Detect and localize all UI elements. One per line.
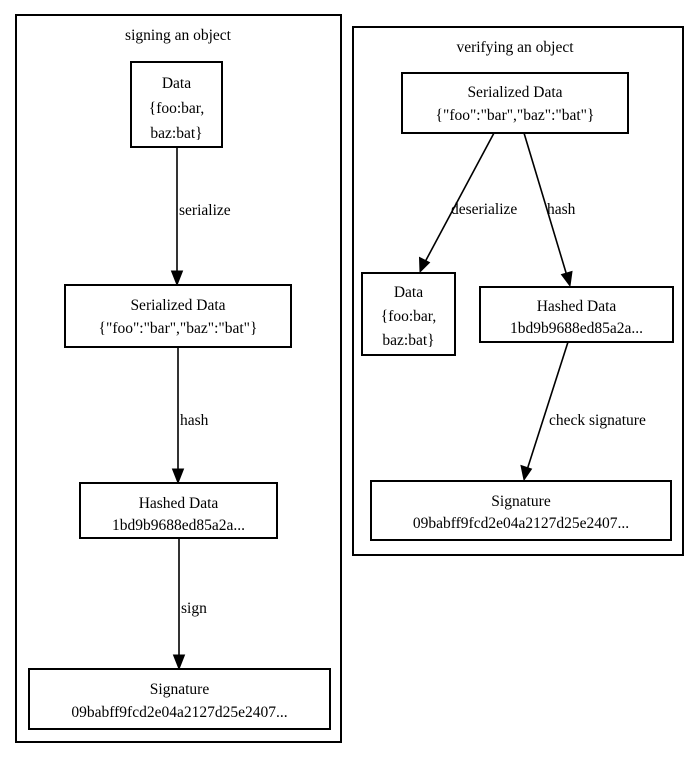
edge-sign: sign [172, 538, 207, 671]
node-sign-serialized-line1: Serialized Data [130, 297, 225, 314]
edge-serialize: serialize [170, 147, 231, 287]
node-verify-hashed-line2: 1bd9b9688ed85a2a... [510, 320, 643, 337]
node-sign-hashed-box[interactable] [79, 482, 278, 539]
node-verify-serialized-line2: {"foo":"bar","baz":"bat"} [436, 107, 595, 124]
edge-hash2-line [523, 132, 568, 277]
cluster-signing: signing an object Data {foo:bar, baz:bat… [15, 14, 342, 743]
node-sign-serialized-box[interactable] [64, 284, 292, 348]
node-verify-data[interactable]: Data {foo:bar, baz:bat} [361, 272, 456, 356]
edge-deserialize-label: deserialize [451, 201, 517, 218]
edge-serialize-label: serialize [179, 202, 231, 219]
edge-hash: hash [171, 347, 209, 485]
node-sign-hashed[interactable]: Hashed Data 1bd9b9688ed85a2a... [79, 482, 278, 539]
node-verify-signature-box[interactable] [370, 480, 672, 541]
edge-hash2-arrowhead [560, 270, 573, 288]
edge-check-signature-line [526, 341, 569, 471]
edge-check-signature: check signature [520, 341, 646, 482]
node-verify-hashed-line1: Hashed Data [537, 298, 617, 315]
node-verify-hashed-box[interactable] [479, 286, 674, 343]
node-verify-serialized-line1: Serialized Data [467, 84, 562, 101]
node-verify-signature[interactable]: Signature 09babff9fcd2e04a2127d25e2407..… [370, 480, 672, 541]
node-sign-signature[interactable]: Signature 09babff9fcd2e04a2127d25e2407..… [28, 668, 331, 730]
node-sign-data-line3: baz:bat} [150, 125, 202, 142]
node-verify-hashed[interactable]: Hashed Data 1bd9b9688ed85a2a... [479, 286, 674, 343]
node-verify-serialized[interactable]: Serialized Data {"foo":"bar","baz":"bat"… [401, 72, 629, 134]
node-sign-serialized[interactable]: Serialized Data {"foo":"bar","baz":"bat"… [64, 284, 292, 348]
node-sign-hashed-line1: Hashed Data [139, 495, 219, 512]
edge-hash2-label: hash [547, 201, 576, 218]
edge-sign-label: sign [181, 600, 207, 617]
cluster-verifying-label: verifying an object [456, 39, 574, 56]
edge-check-signature-arrowhead [520, 464, 533, 482]
node-sign-signature-line1: Signature [150, 681, 210, 698]
node-verify-data-line2: {foo:bar, [381, 308, 436, 325]
cluster-signing-border [15, 14, 342, 743]
node-sign-signature-line2: 09babff9fcd2e04a2127d25e2407... [71, 704, 287, 721]
node-verify-data-line3: baz:bat} [382, 332, 434, 349]
edge-deserialize-arrowhead [418, 256, 431, 274]
node-verify-data-box[interactable] [361, 272, 456, 356]
edge-sign-arrowhead [172, 654, 186, 671]
edge-deserialize-line [424, 132, 495, 263]
node-sign-hashed-line2: 1bd9b9688ed85a2a... [112, 517, 245, 534]
node-verify-signature-line2: 09babff9fcd2e04a2127d25e2407... [413, 515, 629, 532]
node-sign-serialized-line2: {"foo":"bar","baz":"bat"} [99, 320, 258, 337]
node-sign-data-line1: Data [162, 75, 191, 92]
node-verify-signature-line1: Signature [491, 493, 551, 510]
edge-deserialize: deserialize [418, 132, 517, 274]
node-verify-data-line1: Data [394, 284, 423, 301]
cluster-signing-label: signing an object [125, 27, 232, 44]
edge-check-signature-label: check signature [549, 412, 646, 429]
node-sign-data[interactable]: Data {foo:bar, baz:bat} [130, 61, 223, 148]
edge-hash2: hash [523, 132, 576, 288]
cluster-verifying: verifying an object Serialized Data {"fo… [352, 26, 684, 556]
edge-hash-label: hash [180, 412, 209, 429]
node-verify-serialized-box[interactable] [401, 72, 629, 134]
cluster-verifying-border [352, 26, 684, 556]
node-sign-signature-box[interactable] [28, 668, 331, 730]
node-sign-data-line2: {foo:bar, [149, 100, 204, 117]
edge-serialize-arrowhead [170, 270, 184, 287]
edge-hash-arrowhead [171, 468, 185, 485]
